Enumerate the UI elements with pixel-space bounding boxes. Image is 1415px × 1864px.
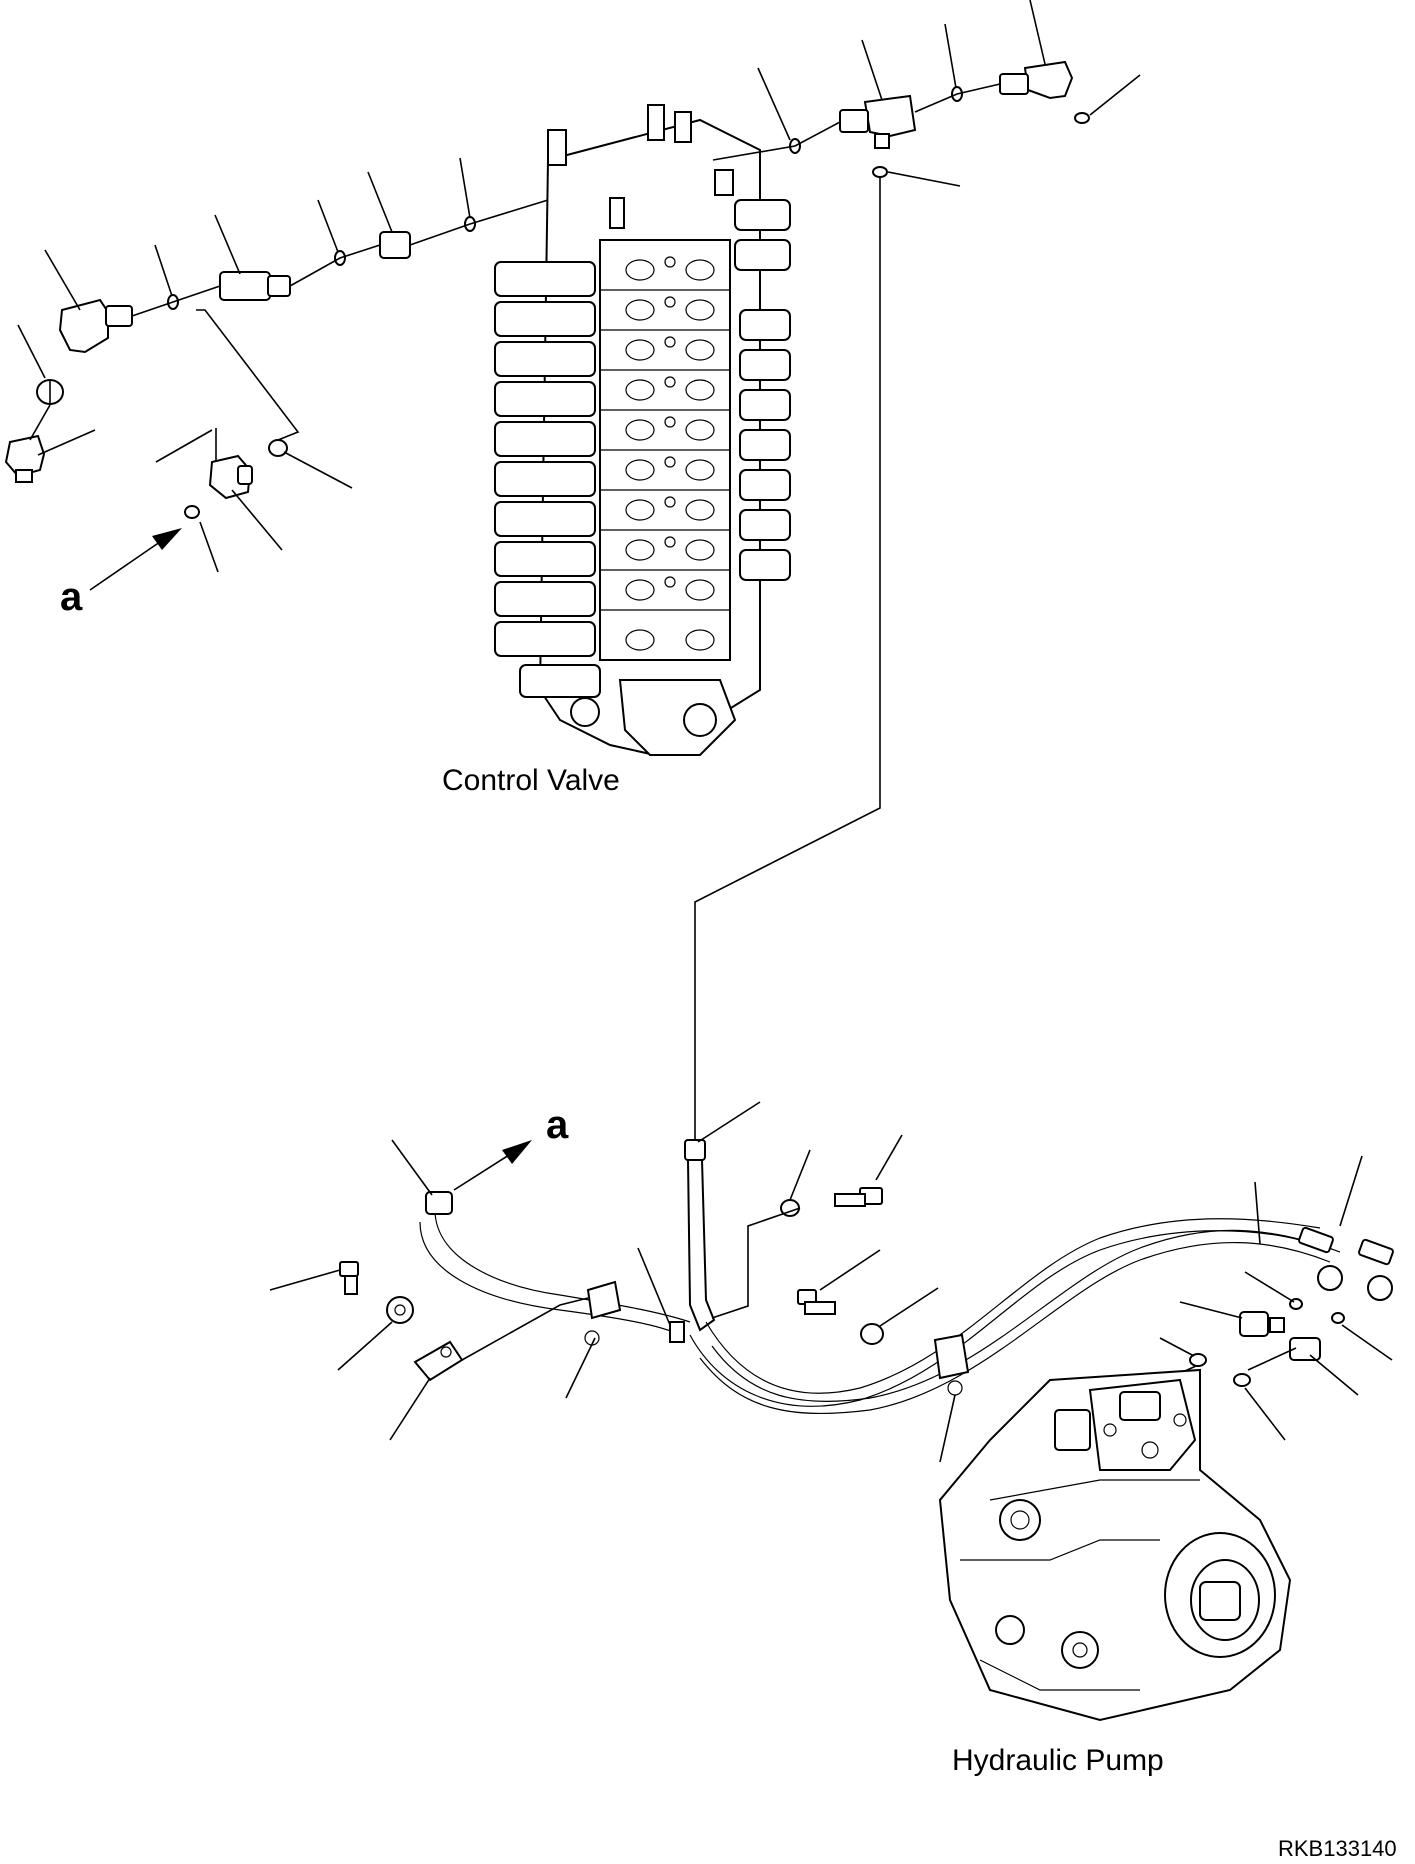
hydraulic-pump-label: Hydraulic Pump (952, 1744, 1164, 1777)
control-valve (494, 104, 791, 757)
hose-assembly (269, 1101, 1394, 1463)
upper-left-fittings (4, 157, 549, 483)
upper-right-fittings (694, 0, 1141, 1140)
view-marker-a-top: a (60, 575, 83, 619)
control-valve-label: Control Valve (442, 764, 620, 797)
drawing-code: RKB133140 (1278, 1836, 1397, 1861)
sensor-assembly-a (89, 309, 353, 591)
view-marker-a-bottom: a (546, 1103, 569, 1147)
hydraulic-pump (938, 1368, 1292, 1722)
